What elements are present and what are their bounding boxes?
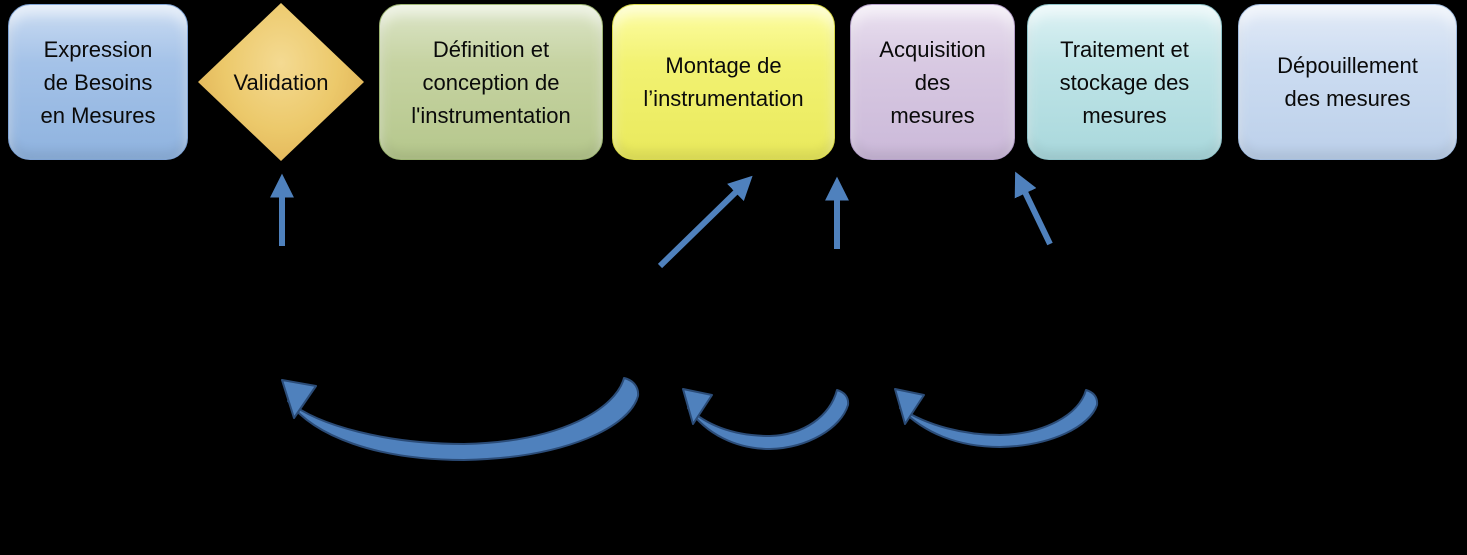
node-acquisition-label: Acquisition des mesures <box>879 36 986 128</box>
node-montage-label: Montage de l’instrumentation <box>643 53 804 111</box>
node-expression-besoins: Expression de Besoins en Mesures <box>8 4 188 160</box>
feedback-curve-to-montage <box>682 388 850 450</box>
up-arrow-to-acquisition <box>825 176 849 249</box>
node-depouillement-label: Dépouillement des mesures <box>1277 53 1418 111</box>
node-acquisition: Acquisition des mesures <box>850 4 1015 160</box>
diagonal-arrow-to-montage <box>657 175 753 269</box>
node-traitement-stockage-label: Traitement et stockage des mesures <box>1059 36 1190 128</box>
feedback-curve-to-acquisition <box>894 388 1099 448</box>
node-validation: Validation <box>198 3 364 161</box>
feedback-curve-to-validation <box>281 377 640 461</box>
node-definition-conception: Définition et conception de l'instrument… <box>379 4 603 160</box>
node-montage: Montage de l’instrumentation <box>612 4 835 160</box>
node-traitement-stockage: Traitement et stockage des mesures <box>1027 4 1222 160</box>
node-expression-besoins-label: Expression de Besoins en Mesures <box>40 36 156 128</box>
up-arrow-to-validation <box>270 173 294 246</box>
node-depouillement: Dépouillement des mesures <box>1238 4 1457 160</box>
node-definition-conception-label: Définition et conception de l'instrument… <box>411 36 571 128</box>
diagonal-arrow-to-traitement <box>1014 171 1053 246</box>
node-validation-label: Validation <box>233 69 329 95</box>
